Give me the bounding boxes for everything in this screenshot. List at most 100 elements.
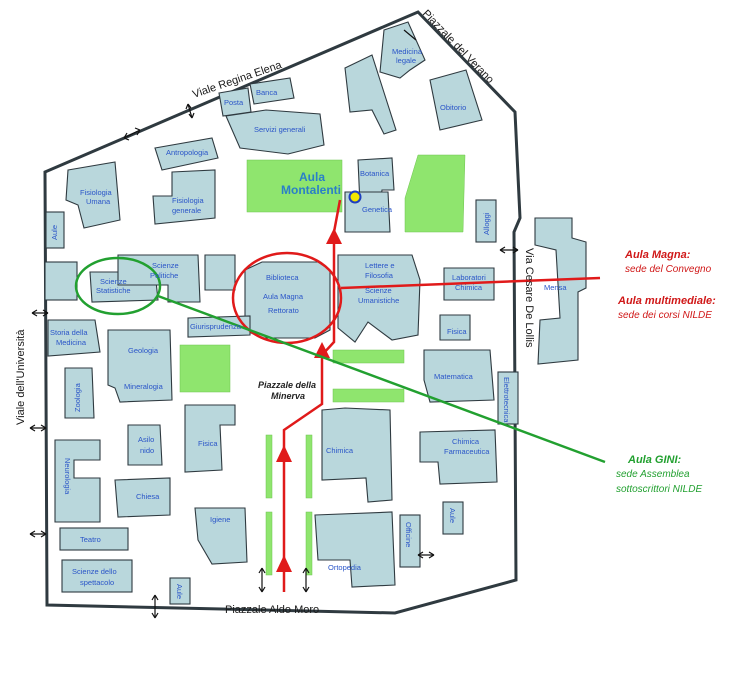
- aula-gini-pointer: [157, 294, 606, 464]
- building-fisica-2: [439, 314, 471, 341]
- label-aule-1: Aule: [50, 225, 59, 240]
- label-aula-montalenti-1: Aula: [299, 170, 325, 184]
- label-asilo-1: Asilo: [138, 435, 154, 444]
- label-elettrotecnica: Elettrotecnica: [502, 377, 511, 423]
- building-antropologia: [154, 137, 219, 171]
- building-servizi-generali: [225, 109, 325, 155]
- building-medicina-ext: [344, 54, 397, 135]
- building-lettere: [337, 254, 421, 343]
- label-fisiologia-generale-1: Fisiologia: [172, 196, 205, 205]
- label-storia-medicina-2: Medicina: [56, 338, 87, 347]
- building-aule-3: [169, 577, 191, 605]
- label-teatro: Teatro: [80, 535, 101, 544]
- label-piazzale-minerva-1: Piazzale della: [258, 380, 316, 390]
- label-fisiologia-generale-2: generale: [172, 206, 201, 215]
- label-scienze-umanistiche-1: Scienze: [365, 286, 392, 295]
- label-rettorato: Rettorato: [268, 306, 299, 315]
- building-igiene: [194, 507, 248, 565]
- aula-gini-highlight: [74, 256, 162, 316]
- building-fisiologia-generale: [152, 169, 216, 225]
- label-matematica: Matematica: [434, 372, 474, 381]
- building-labels: Medicina legale Banca Posta Servizi gene…: [50, 47, 567, 599]
- legend-aula-multimediale-title: Aula multimediale:: [617, 295, 716, 307]
- legend: Aula Magna: sede del Convegno Aula multi…: [616, 249, 716, 495]
- building-banca: [249, 77, 295, 105]
- label-fisiologia-umana-1: Fisiologia: [80, 188, 113, 197]
- label-lettere-1: Lettere e: [365, 261, 395, 270]
- label-laboratori-1: Laboratori: [452, 273, 486, 282]
- legend-aula-gini-sub2: sottoscrittori NILDE: [616, 484, 702, 495]
- green-area-strip-4: [305, 511, 313, 576]
- label-aule-3: Aule: [175, 584, 184, 599]
- legend-aula-multimediale-sub: sede dei corsi NILDE: [618, 310, 712, 321]
- label-scienze-umanistiche-2: Umanistiche: [358, 296, 399, 305]
- label-aule-2: Aule: [448, 508, 457, 523]
- street-viale-universita: Viale dell'Università: [15, 329, 27, 425]
- building-chimica: [321, 407, 393, 503]
- label-biblioteca: Biblioteca: [266, 273, 299, 282]
- label-medicina-legale-2: legale: [396, 56, 416, 65]
- label-officine: Officine: [404, 522, 413, 547]
- building-geologia: [107, 329, 173, 403]
- label-ortopedia: Ortopedia: [328, 563, 362, 572]
- label-geologia: Geologia: [128, 346, 159, 355]
- aula-magna-pointer: [340, 276, 601, 290]
- building-obitorio: [429, 69, 483, 131]
- label-alloggi: Alloggi: [482, 212, 491, 235]
- building-mensa: [534, 217, 587, 365]
- street-piazzale-aldo-moro: Piazzale Aldo Moro: [225, 604, 319, 616]
- building-officine: [399, 514, 421, 568]
- green-area-east-1: [332, 349, 405, 364]
- label-igiene: Igiene: [210, 515, 230, 524]
- label-chimica-farm-1: Chimica: [452, 437, 480, 446]
- building-storia-medicina: [47, 319, 101, 357]
- label-posta: Posta: [224, 98, 244, 107]
- building-chiesa: [114, 477, 171, 518]
- label-fisica-2: Fisica: [447, 327, 467, 336]
- label-laboratori-2: Chimica: [455, 283, 483, 292]
- label-aula-magna: Aula Magna: [263, 292, 304, 301]
- red-route: [276, 199, 342, 592]
- label-giurisprudenza: Giurisprudenza: [190, 322, 242, 331]
- label-antropologia: Antropologia: [166, 148, 209, 157]
- building-giurisprudenza: [187, 315, 251, 338]
- label-chimica-farm-2: Farmaceutica: [444, 447, 490, 456]
- label-banca: Banca: [256, 88, 278, 97]
- label-scienze-politiche-1: Scienze: [152, 261, 179, 270]
- label-lettere-2: Filosofia: [365, 271, 394, 280]
- legend-aula-gini-title: Aula GINI:: [627, 454, 682, 466]
- label-chiesa: Chiesa: [136, 492, 160, 501]
- green-area-west: [179, 344, 231, 393]
- label-neurologia: Neurologia: [63, 458, 72, 495]
- label-scienze-spettacolo-1: Scienze dello: [72, 567, 117, 576]
- label-piazzale-minerva-2: Minerva: [271, 391, 305, 401]
- label-fisica: Fisica: [198, 439, 218, 448]
- legend-aula-gini-sub1: sede Assemblea: [616, 469, 690, 480]
- building-asilo: [127, 424, 163, 466]
- green-area-strip-1: [265, 434, 273, 499]
- building-elettrotecnica: [497, 371, 519, 425]
- label-scienze-spettacolo-2: spettacolo: [80, 578, 114, 587]
- label-botanica: Botanica: [360, 169, 390, 178]
- building-chimica-farmaceutica: [419, 429, 498, 485]
- label-storia-medicina-1: Storia della: [50, 328, 88, 337]
- aula-montalenti-marker: [348, 190, 362, 204]
- legend-aula-magna-title: Aula Magna:: [624, 249, 691, 261]
- legend-aula-magna-sub: sede del Convegno: [625, 264, 712, 275]
- entrance-arrows: [29, 29, 519, 619]
- label-mineralogia: Mineralogia: [124, 382, 164, 391]
- label-aula-montalenti-2: Montalenti: [281, 183, 341, 197]
- label-medicina-legale-1: Medicina: [392, 47, 423, 56]
- green-area-north: [246, 159, 343, 213]
- building-alloggi: [475, 199, 497, 243]
- building-aule-2: [442, 501, 464, 535]
- building-block-west-mid: [204, 254, 236, 291]
- label-scienze-statistiche-1: Scienze: [100, 277, 127, 286]
- building-small-west: [44, 261, 78, 301]
- green-area-northeast: [404, 154, 466, 233]
- label-zoologia: Zoologia: [73, 382, 82, 412]
- label-obitorio: Obitorio: [440, 103, 466, 112]
- green-area-strip-2: [305, 434, 313, 499]
- building-scienze-spettacolo: [61, 559, 133, 593]
